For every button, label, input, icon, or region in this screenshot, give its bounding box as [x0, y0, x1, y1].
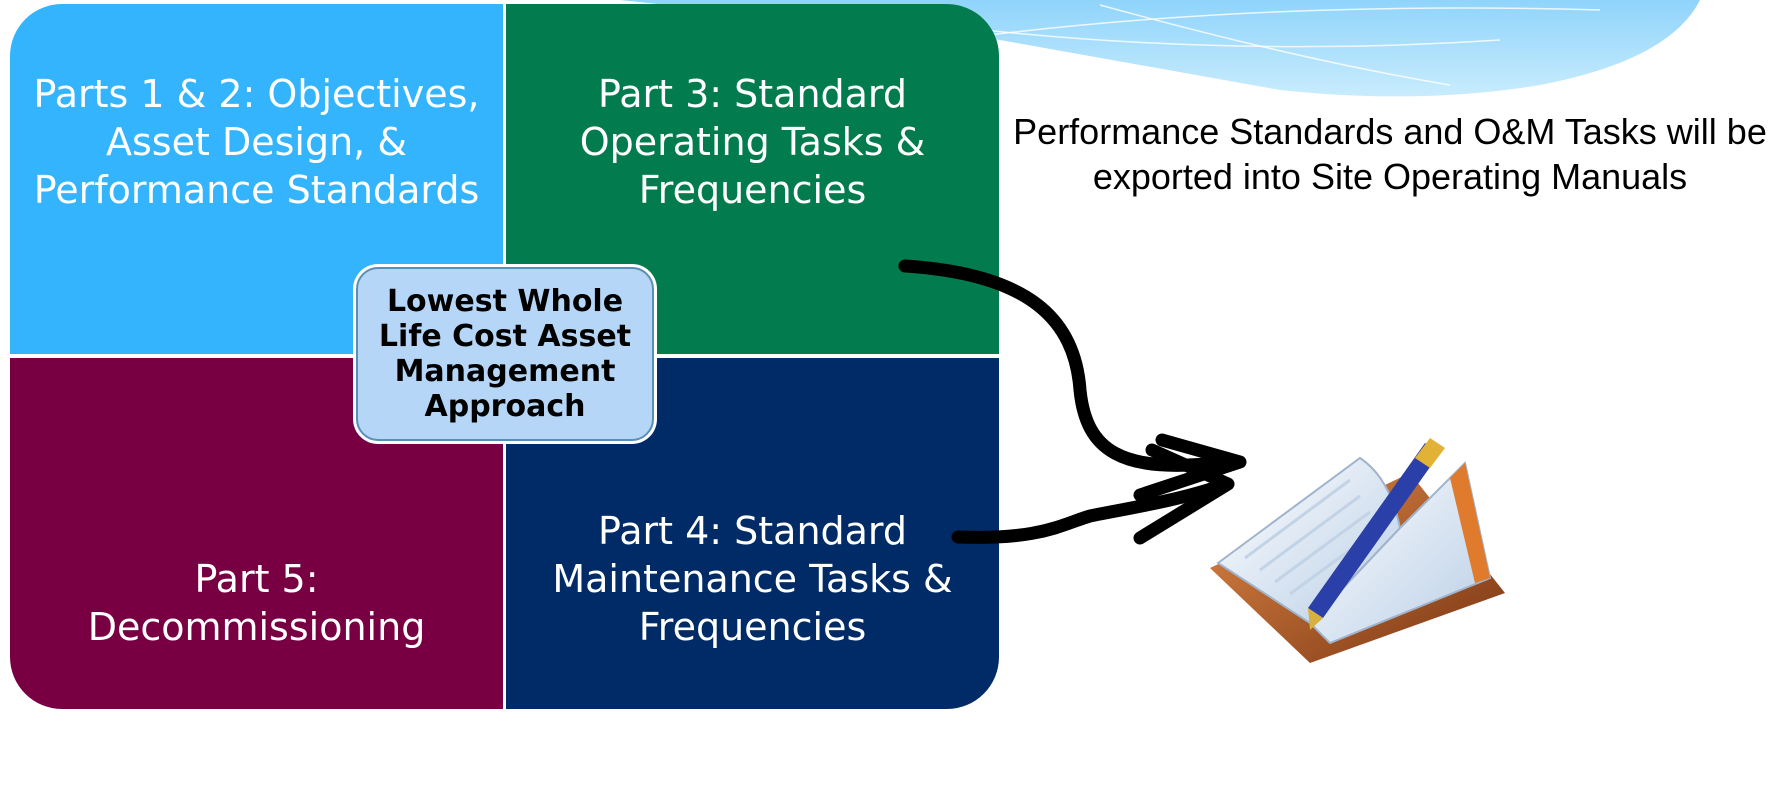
quadrant-part-5-label: Part 5: Decommissioning [87, 557, 426, 649]
quadrant-part-4-label: Part 4: Standard Maintenance Tasks & Fre… [552, 509, 953, 649]
quadrant-part-3-label: Part 3: Standard Operating Tasks & Frequ… [579, 72, 926, 212]
center-approach-box: Lowest Whole Life Cost Asset Management … [356, 267, 654, 441]
curved-arrow-icon [898, 259, 1247, 502]
quadrant-parts-1-2-label: Parts 1 & 2: Objectives, Asset Design, &… [33, 72, 480, 212]
side-note-text: Performance Standards and O&M Tasks will… [1013, 111, 1767, 197]
center-approach-label: Lowest Whole Life Cost Asset Management … [378, 284, 632, 424]
straight-arrow-icon [951, 443, 1235, 545]
open-book-with-pen-icon [1210, 438, 1505, 663]
quadrant-part-4: Part 4: Standard Maintenance Tasks & Fre… [506, 358, 999, 709]
